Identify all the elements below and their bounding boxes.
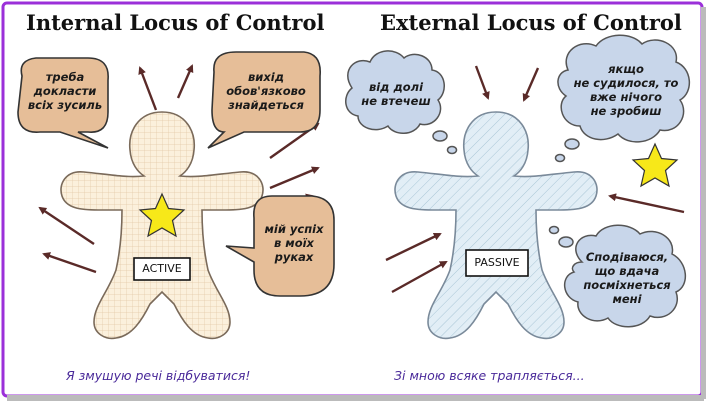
frame-shadow-side (701, 7, 706, 399)
star-icon (631, 142, 679, 188)
arrow-icon (42, 252, 97, 274)
left-arrows (38, 64, 320, 274)
thought-bubble-text-1: від долі не втечеш (361, 80, 431, 108)
speech-bubble (225, 195, 335, 297)
speech-bubble-text-2: вихід обов'язково знайдеться (226, 70, 306, 112)
active-label: ACTIVE (142, 262, 182, 275)
speech-bubble-text-1: треба докласти всіх зусиль (27, 70, 103, 112)
thought-bubble (554, 34, 690, 163)
thought-bubble-text-3: Сподіваюся, що вдача посміхнеться мені (583, 250, 671, 306)
external-locus-title: External Locus of Control (380, 10, 682, 35)
arrow-icon (138, 66, 158, 111)
star-icon (138, 192, 186, 238)
right-arrows (385, 65, 685, 294)
arrow-icon (522, 67, 540, 102)
arrow-icon (474, 65, 490, 100)
external-caption: Зі мною всяке трапляється... (394, 368, 585, 383)
active-label-box (133, 257, 191, 281)
arrow-icon (391, 260, 448, 294)
arrow-icon (608, 193, 685, 214)
passive-label-box (465, 249, 529, 277)
arrow-icon (176, 64, 194, 99)
arrow-icon (385, 232, 442, 262)
internal-locus-title: Internal Locus of Control (26, 10, 325, 35)
speech-bubble-text-3: мій успіх в моїх руках (264, 222, 324, 264)
thought-bubble (345, 50, 458, 155)
passive-label: PASSIVE (474, 256, 520, 269)
frame-shadow (7, 395, 704, 401)
arrow-icon (38, 206, 95, 245)
speech-bubble (207, 51, 321, 149)
arrow-icon (269, 166, 320, 190)
thought-bubble-text-2: якщо не судилося, то вже нічого не зроби… (573, 62, 679, 118)
speech-bubble (17, 57, 109, 149)
internal-caption: Я змушую речі відбуватися! (66, 368, 251, 383)
thought-bubble (548, 224, 686, 328)
